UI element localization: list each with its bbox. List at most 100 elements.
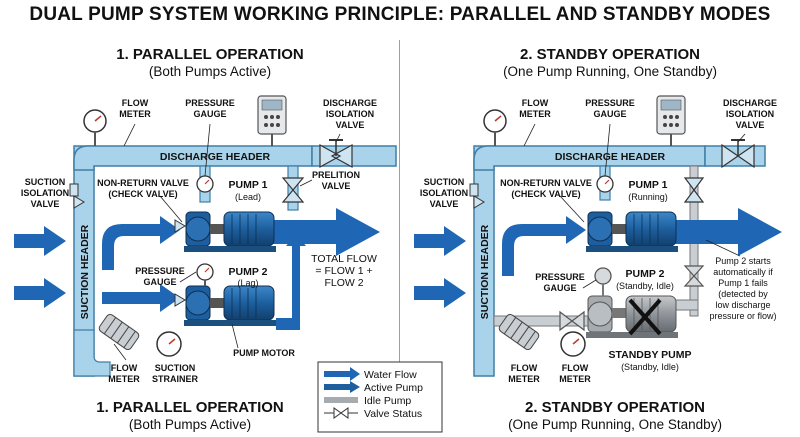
leader-lines-parallel [113,123,341,361]
standby-pump-label: STANDBY PUMP [608,349,691,361]
pressure-gauge-mid-line2: GAUGE [143,277,176,287]
standby-pump2-gauge-icon [594,267,612,296]
discharge-outlet-pipe [311,145,397,167]
standby-pump2-label: PUMP 2 [626,268,665,280]
standby-footer-subheading: (One Pump Running, One Standby) [508,417,722,432]
total-flow-line2: = FLOW 1 + [315,265,372,277]
standby-discharge-iso-line2: ISOLATION [726,109,774,119]
inlet-flow-arrow-1 [14,226,66,256]
flow-meter-bottom-line2: METER [108,374,140,384]
standby-discharge-iso-line3: VALVE [736,120,765,130]
standby-flow-meter-line2: METER [519,109,551,119]
legend-active-pump-label: Active Pump [364,382,423,394]
standby-nrv-line2: (CHECK VALVE) [511,189,580,199]
parallel-footer-subheading: (Both Pumps Active) [128,417,252,432]
pump1-label: PUMP 1 [229,179,268,191]
discharge-iso-label-line3: VALVE [336,120,365,130]
suction-iso-label-line2: ISOLATION [21,188,69,198]
standby-flow-meter-bottom2-line2: METER [559,374,591,384]
suction-isolation-valve-icon [69,183,85,209]
legend-idle-pump-label: Idle Pump [364,395,411,407]
flow-meter-bottom-line1: FLOW [111,363,138,373]
standby-suction-gauge-icon [560,331,586,357]
standby-pressure-gauge-line1: PRESSURE [585,98,635,108]
discharge-header-label: DISCHARGE HEADER [160,151,271,163]
controller-panel-icon [257,95,287,146]
pump1-state-label: (Lead) [235,192,261,202]
standby-note-line2: automatically if [713,267,773,277]
suction-gauge-icon [156,331,182,357]
pressure-gauge-icon [83,109,107,146]
standby-idle-valve-icon [559,310,585,332]
standby-note-line6: pressure or flow) [709,311,776,321]
standby-pump1-label: PUMP 1 [629,179,668,191]
total-flow-line3: FLOW 2 [324,277,363,289]
total-flow-line1: TOTAL FLOW [311,253,377,265]
pump2-state-label: (Lag) [237,278,258,288]
legend-active-pump-swatch [324,381,360,393]
prelition-valve-icon [281,177,305,203]
legend-idle-pump-swatch [324,397,358,403]
standby-inlet-arrow-1 [414,226,466,256]
legend-water-flow-label: Water Flow [364,369,417,381]
standby-pump-1 [586,211,678,252]
strainer-label-line2: STRAINER [152,374,199,384]
nrv-icon [174,219,186,307]
standby-pressure-gauge-mid-line2: GAUGE [543,283,576,293]
standby-schematic: FLOW METER PRESSURE GAUGE DISCHARGE ISOL… [414,95,782,384]
prelition-label-line1: PRELITION [312,170,360,180]
standby-subheading: (One Pump Running, One Standby) [503,64,717,79]
standby-flow-meter-line1: FLOW [522,98,549,108]
standby-suction-iso-line2: ISOLATION [420,188,468,198]
pressure-gauge-label-line2: GAUGE [193,109,226,119]
standby-pump1-gauge-icon [596,175,614,193]
standby-pressure-gauge-mid-line1: PRESSURE [535,272,585,282]
standby-flow-meter-bottom-line1: FLOW [511,363,538,373]
total-flow-arrow [272,208,380,256]
standby-branch-flow-arrow [502,216,586,276]
branch-flow-arrow-pump2 [102,284,180,312]
parallel-schematic: FLOW METER PRESSURE GAUGE DISCHARGE ISOL… [14,95,397,384]
pump-1 [184,211,276,252]
discharge-header-pipe [73,145,313,171]
suction-iso-label-line1: SUCTION [25,177,66,187]
standby-note-line3: Pump 1 fails [718,278,768,288]
diagram-title: DUAL PUMP SYSTEM WORKING PRINCIPLE: PARA… [29,4,771,25]
standby-note-line1: Pump 2 starts [715,256,771,266]
standby-discharge-header-pipe [473,145,706,171]
nrv-label-line2: (CHECK VALVE) [108,189,177,199]
strainer-label-line1: SUCTION [155,363,196,373]
pump-2 [184,285,276,326]
pump2-gauge-icon [196,263,214,286]
standby-footer-heading: 2. STANDBY OPERATION [524,399,706,416]
standby-riser-valve-icon [683,177,705,287]
standby-discharge-iso-line1: DISCHARGE [723,98,777,108]
standby-pressure-gauge-line2: GAUGE [593,109,626,119]
pump-motor-label: PUMP MOTOR [233,348,295,358]
flow-meter-label-line2: METER [119,109,151,119]
pump1-gauge-icon [196,175,214,193]
discharge-isolation-valve-icon [319,139,353,169]
standby-heading: 2. STANDBY OPERATION [519,46,701,63]
standby-pressure-gauge-icon [483,109,507,146]
strainer-icon [98,313,140,351]
suction-elbow-pipe [73,329,111,377]
standby-suction-header-label: SUCTION HEADER [479,224,491,319]
standby-discharge-header-label: DISCHARGE HEADER [555,151,666,163]
standby-controller-panel-icon [656,95,686,146]
leader-lines-standby [523,123,746,289]
suction-header-label: SUCTION HEADER [79,224,91,319]
standby-pump1-state: (Running) [628,192,668,202]
pump2-label: PUMP 2 [229,266,268,278]
standby-suction-iso-line3: VALVE [430,199,459,209]
branch-flow-arrow-pump1 [102,216,180,270]
standby-outlet-arrow [674,208,782,256]
standby-nrv-line1: NON-RETURN VALVE [500,178,592,188]
standby-suction-iso-valve-icon [469,183,485,209]
discharge-iso-label-line2: ISOLATION [326,109,374,119]
discharge-iso-label-line1: DISCHARGE [323,98,377,108]
prelition-label-line2: VALVE [322,181,351,191]
parallel-heading: 1. PARALLEL OPERATION [116,46,304,63]
pressure-gauge-mid-line1: PRESSURE [135,266,185,276]
